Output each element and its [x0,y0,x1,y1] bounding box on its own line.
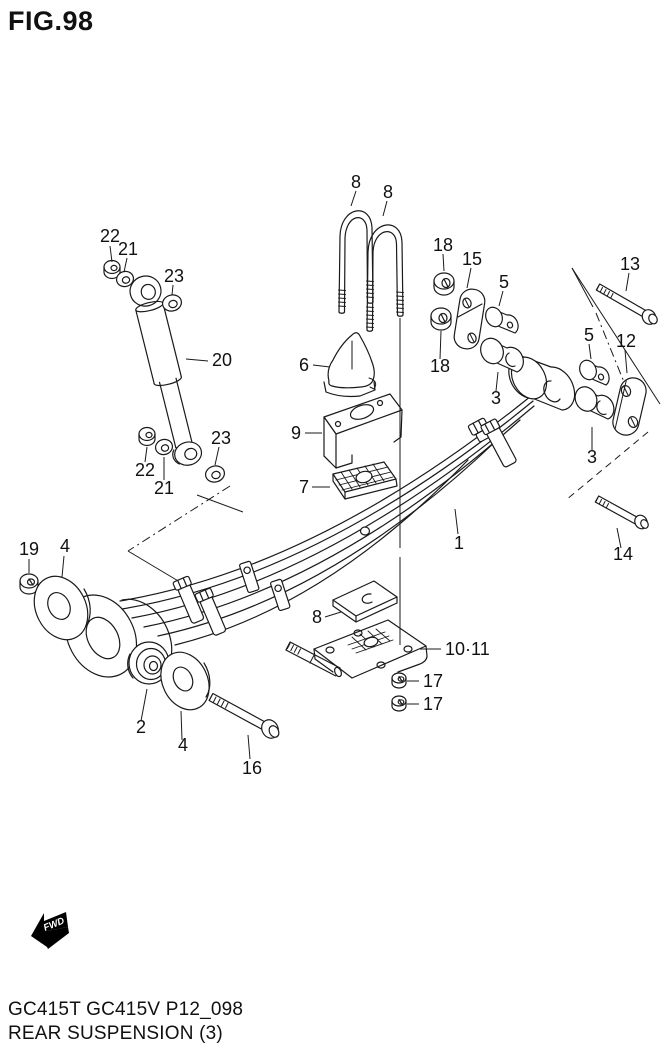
spring-pad [332,461,398,500]
bushing-3-right [574,386,615,420]
fwd-marker: FWD [31,912,69,949]
seat-bracket [323,393,403,469]
spring-seat-plate-10-11 [313,619,428,679]
part-callout-8: 8 [383,182,393,202]
nut-18-top [433,272,455,296]
shock-washer-23-bottom [204,465,226,483]
seat-pin [285,641,342,678]
bushing-3-left [480,337,524,373]
shock-absorber [129,275,203,466]
plate-8-lower [332,580,398,623]
part-callout-2: 2 [136,717,146,737]
leaf-spring [64,355,576,682]
shock-washer-21-bottom [154,438,174,456]
front-washer-4 [33,575,91,641]
spring-clip [194,587,227,636]
fwd-arrow-icon [31,912,68,947]
part-callout-17: 17 [423,671,443,691]
part-callout-5: 5 [499,272,509,292]
part-callout-18: 18 [430,356,450,376]
model-code-line: GC415T GC415V P12_098 [8,999,244,1020]
front-washer-4b [160,651,211,711]
part-callout-4: 4 [60,536,70,556]
spring-clip [172,575,205,624]
part-callout-16: 16 [242,758,262,778]
shock-nut-22-bottom [138,426,156,447]
part-callout-8: 8 [312,607,322,627]
shackle-plate-12 [612,377,647,436]
shock-washer-23-top [161,294,183,312]
part-callout-23: 23 [211,428,231,448]
part-callout-8: 8 [351,172,361,192]
u-bolt-right [366,224,404,332]
part-callout-12: 12 [616,331,636,351]
part-callout-9: 9 [291,423,301,443]
projection-lines [127,267,661,589]
shackle-bolt-13 [595,283,658,325]
part-callout-18: 18 [433,235,453,255]
part-callout-19: 19 [19,539,39,559]
part-callout-22: 22 [135,460,155,480]
part-callout-14: 14 [613,544,633,564]
part-callout-5: 5 [584,325,594,345]
nut-17-lower [391,695,407,712]
part-callout-3: 3 [587,447,597,467]
part-callout-13: 13 [620,254,640,274]
part-callout-3: 3 [491,388,501,408]
nut-17-upper [391,672,407,689]
part-callout-1: 1 [454,533,464,553]
part-callout-6: 6 [299,355,309,375]
fwd-arrow-shadow [47,927,69,949]
part-callout-7: 7 [299,477,309,497]
part-callout-20: 20 [212,350,232,370]
bump-stop [323,332,377,398]
shackle-bolt-14 [594,495,649,530]
part-callout-21: 21 [154,478,174,498]
leader-lines [28,190,630,760]
hanger-plate-15 [453,288,486,350]
spring-clip [480,418,517,468]
front-bolt-16 [208,692,280,739]
bushing-5-right [579,359,610,386]
figure-footer: GC415T GC415V P12_098 REAR SUSPENSION (3… [8,998,243,1046]
nut-18-bottom [430,307,452,331]
part-callout-15: 15 [462,249,482,269]
part-callout-17: 17 [423,694,443,714]
front-bushing-2 [127,641,170,685]
part-callout-23: 23 [164,266,184,286]
part-callout-21: 21 [118,239,138,259]
part-callout-10·11: 10·11 [445,639,490,659]
spring-tab [239,560,260,594]
figure-number: FIG.98 [8,6,94,36]
part-callout-4: 4 [178,735,188,755]
part-callout-22: 22 [100,226,120,246]
spring-tab [270,578,291,612]
shock-washer-21-top [115,270,135,288]
figure-caption: REAR SUSPENSION (3) [8,1023,223,1044]
bushing-5-left [485,306,519,334]
